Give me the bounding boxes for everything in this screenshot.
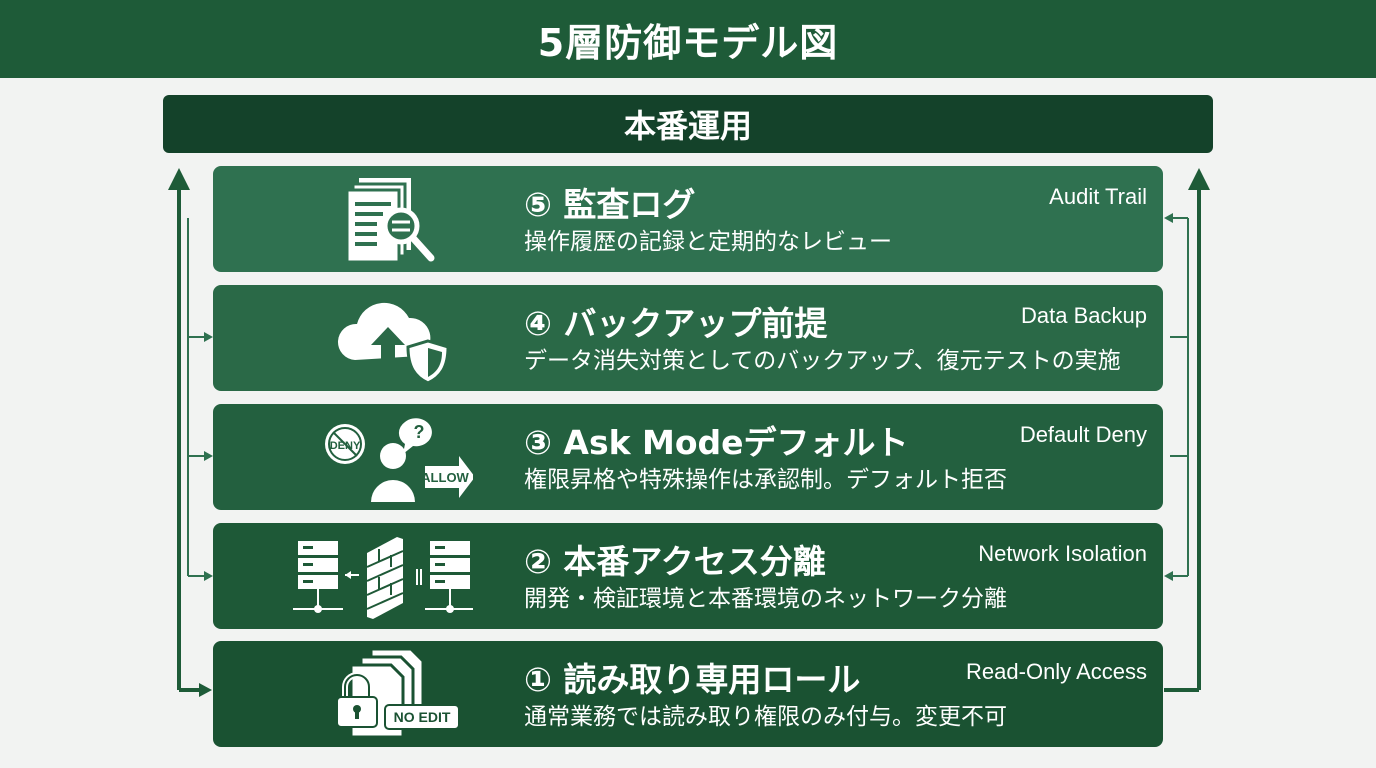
layer-english-label: Data Backup [1021, 303, 1147, 328]
layer-heading: ⑤ 監査ログ [524, 185, 696, 224]
layer-3-ask-mode: DENY ? ALLOW ③ Ask Modeデフォルト 権限昇格や特殊操作は承… [213, 404, 1163, 510]
deny-allow-user-icon: DENY ? ALLOW [293, 404, 473, 510]
layer-heading: ③ Ask Modeデフォルト [524, 423, 909, 462]
layer-4-backup: ④ バックアップ前提 データ消失対策としてのバックアップ、復元テストの実施 Da… [213, 285, 1163, 391]
layer-english-label: Network Isolation [978, 541, 1147, 566]
layer-description: データ消失対策としてのバックアップ、復元テストの実施 [524, 348, 1121, 374]
layer-english-label: Audit Trail [1049, 184, 1147, 209]
layer-heading: ② 本番アクセス分離 [524, 542, 826, 581]
right-up-arrowhead [1188, 168, 1210, 190]
layer-english-label: Read-Only Access [966, 659, 1147, 684]
layer-description: 権限昇格や特殊操作は承認制。デフォルト拒否 [524, 467, 1007, 493]
right-outer-arrow [1164, 188, 1201, 692]
cloud-upload-shield-icon [293, 285, 473, 391]
left-up-arrowhead [168, 168, 190, 190]
layer-description: 通常業務では読み取り権限のみ付与。変更不可 [524, 704, 1007, 730]
audit-log-magnifier-icon [293, 166, 473, 272]
right-inner-connectors [1170, 217, 1189, 577]
left-inner-connectors [187, 218, 206, 577]
svg-text:?: ? [414, 422, 425, 442]
layer-5-audit-log: ⑤ 監査ログ 操作履歴の記録と定期的なレビュー Audit Trail [213, 166, 1163, 272]
left-bottom-arrowhead [199, 683, 212, 697]
allow-label: ALLOW [421, 470, 469, 485]
layer-heading: ④ バックアップ前提 [524, 304, 828, 343]
page-title: 5層防御モデル図 [0, 0, 1376, 78]
layer-english-label: Default Deny [1019, 422, 1147, 447]
left-outer-arrow [177, 188, 200, 692]
layer-heading: ① 読み取り専用ロール [524, 660, 861, 699]
server-firewall-icon [293, 523, 473, 629]
layer-description: 開発・検証環境と本番環境のネットワーク分離 [524, 586, 1007, 612]
no-edit-label: NO EDIT [394, 709, 451, 725]
lock-no-edit-icon: NO EDIT [293, 641, 473, 747]
layer-2-access-isolation: ② 本番アクセス分離 開発・検証環境と本番環境のネットワーク分離 Network… [213, 523, 1163, 629]
production-banner: 本番運用 [163, 95, 1213, 153]
deny-label: DENY [330, 440, 361, 452]
layer-1-read-only: NO EDIT ① 読み取り専用ロール 通常業務では読み取り権限のみ付与。変更不… [213, 641, 1163, 747]
layer-description: 操作履歴の記録と定期的なレビュー [524, 229, 892, 255]
